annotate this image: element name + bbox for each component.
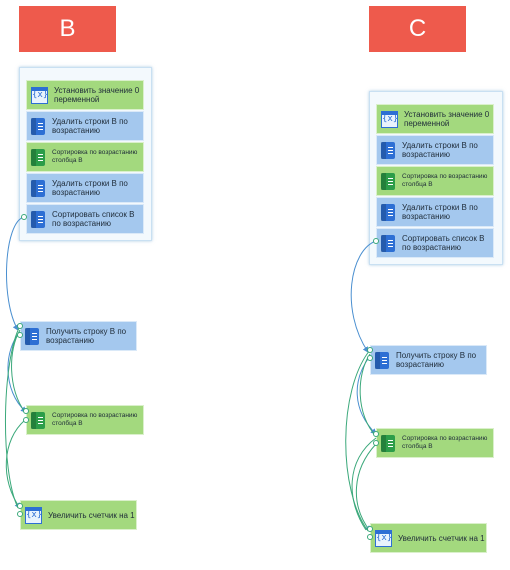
step-get-row[interactable]: Получить строку В по возрастанию <box>370 345 487 375</box>
connector-port <box>373 238 379 244</box>
action-label: Сортировка по возрастанию столбца В <box>52 149 138 164</box>
action-set-variable[interactable]: {x} Установить значение 0 переменной <box>376 104 494 134</box>
step-label: Получить строку В по возрастанию <box>46 327 127 345</box>
step-increment-counter[interactable]: {x} Увеличить счетчик на 1 <box>20 500 137 530</box>
action-sort-column[interactable]: Сортировка по возрастанию столбца В <box>376 166 494 196</box>
connector-port <box>367 355 373 361</box>
action-sort-list[interactable]: Сортировать список В по возрастанию <box>376 228 494 258</box>
variable-icon: {x} <box>381 110 398 128</box>
connector-port <box>17 503 23 509</box>
table-icon <box>31 210 45 228</box>
variable-icon: {x} <box>31 86 48 104</box>
column-header-b: B <box>19 6 116 52</box>
table-icon <box>31 411 45 429</box>
table-icon <box>375 351 389 369</box>
action-label: Сортировать список В по возрастанию <box>52 210 135 228</box>
table-icon <box>31 179 45 197</box>
step-label: Увеличить счетчик на 1 <box>398 533 485 543</box>
table-icon <box>381 172 395 190</box>
step-label: Увеличить счетчик на 1 <box>48 510 135 520</box>
connector-port <box>17 511 23 517</box>
connector-port <box>17 332 23 338</box>
connector-port <box>23 417 29 423</box>
connector-wire <box>7 331 27 413</box>
action-delete-rows[interactable]: Удалить строки В по возрастанию <box>376 135 494 165</box>
action-label: Удалить строки В по возрастанию <box>52 117 128 135</box>
connector-wire <box>355 443 377 532</box>
connector-wire <box>359 353 377 437</box>
table-icon <box>25 327 39 345</box>
connector-port <box>373 431 379 437</box>
connector-port <box>367 534 373 540</box>
action-sort-list[interactable]: Сортировать список В по возрастанию <box>26 204 144 234</box>
action-label: Установить значение 0 переменной <box>404 110 490 128</box>
step-sort-column[interactable]: Сортировка по возрастанию столбца В <box>376 428 494 458</box>
connector-port <box>367 526 373 532</box>
step-label: Получить строку В по возрастанию <box>396 351 477 369</box>
connector-port <box>17 323 23 329</box>
column-header-c: C <box>369 6 466 52</box>
connector-wire <box>350 240 377 353</box>
action-label: Удалить строки В по возрастанию <box>402 203 478 221</box>
step-label: Сортировка по возрастанию столбца В <box>52 412 138 427</box>
variable-icon: {x} <box>375 529 392 547</box>
connector-wire <box>5 325 21 509</box>
step-increment-counter[interactable]: {x} Увеличить счетчик на 1 <box>370 523 487 553</box>
step-sort-column[interactable]: Сортировка по возрастанию столбца В <box>26 405 144 435</box>
connector-port <box>373 440 379 446</box>
connector-wire <box>6 216 25 331</box>
action-delete-rows[interactable]: Удалить строки В по возрастанию <box>26 111 144 141</box>
action-label: Сортировать список В по возрастанию <box>402 234 485 252</box>
connector-wire <box>345 349 371 532</box>
connector-wire <box>11 329 26 413</box>
table-icon <box>381 203 395 221</box>
action-delete-rows[interactable]: Удалить строки В по возрастанию <box>26 173 144 203</box>
connector-wire <box>5 419 26 509</box>
step-label: Сортировка по возрастанию столбца В <box>402 435 488 450</box>
action-label: Удалить строки В по возрастанию <box>52 179 128 197</box>
table-icon <box>381 234 395 252</box>
action-set-variable[interactable]: {x} Установить значение 0 переменной <box>26 80 144 110</box>
connector-port <box>23 408 29 414</box>
action-label: Сортировка по возрастанию столбца В <box>402 173 488 188</box>
action-delete-rows[interactable]: Удалить строки В по возрастанию <box>376 197 494 227</box>
table-icon <box>31 148 45 166</box>
action-label: Установить значение 0 переменной <box>54 86 140 104</box>
action-sort-column[interactable]: Сортировка по возрастанию столбца В <box>26 142 144 172</box>
table-icon <box>381 434 395 452</box>
table-icon <box>31 117 45 135</box>
connector-port <box>367 347 373 353</box>
variable-icon: {x} <box>25 506 42 524</box>
action-label: Удалить строки В по возрастанию <box>402 141 478 159</box>
step-get-row[interactable]: Получить строку В по возрастанию <box>20 321 137 351</box>
table-icon <box>381 141 395 159</box>
connector-wire <box>351 437 377 531</box>
connector-port <box>21 214 27 220</box>
